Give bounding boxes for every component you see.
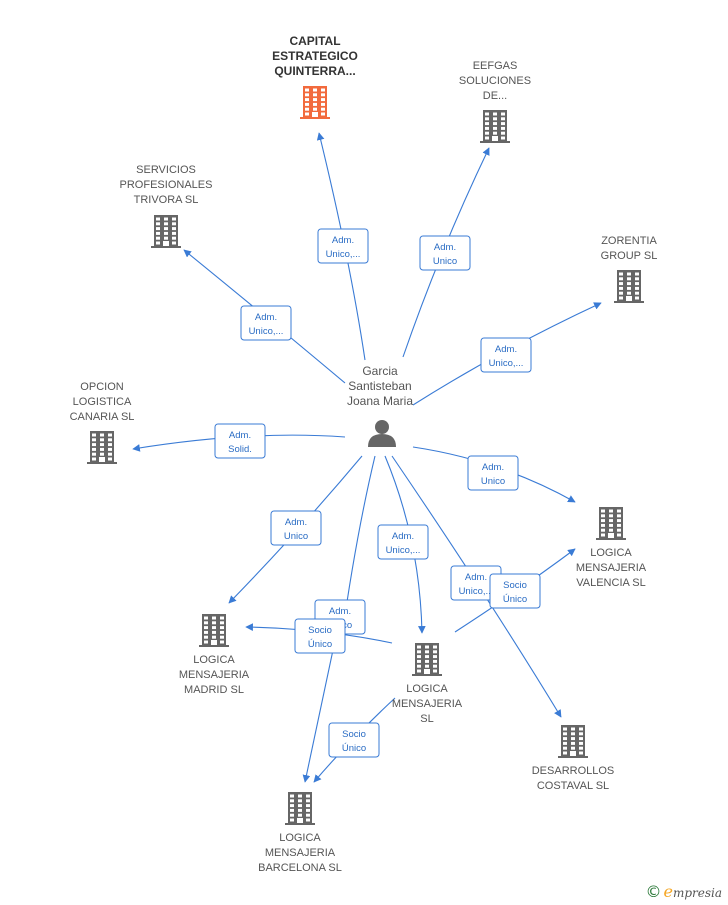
relation-label-text: Adm. bbox=[465, 572, 487, 583]
company-capital-label-line[interactable]: QUINTERRA... bbox=[274, 64, 355, 78]
relation-label-text: Único bbox=[342, 743, 366, 754]
company-eefgas-label-line[interactable]: DE... bbox=[483, 90, 507, 102]
relation-labels-layer: Adm.Unico,...Adm.UnicoAdm.Unico,...Adm.U… bbox=[214, 228, 541, 758]
relation-label-person-eefgas[interactable]: Adm. Unico bbox=[419, 235, 471, 271]
relation-label-text: Socio bbox=[342, 729, 366, 740]
company-desarrollos-building-icon bbox=[558, 725, 588, 758]
relation-label-person-valencia[interactable]: Adm. Unico bbox=[467, 455, 519, 491]
company-opcion-building-icon bbox=[87, 431, 117, 464]
company-madrid-label-line[interactable]: MADRID SL bbox=[184, 684, 244, 696]
company-servicios-building-icon bbox=[151, 215, 181, 248]
relation-label-person-zorentia[interactable]: Adm. Unico,... bbox=[480, 337, 532, 373]
relation-label-text: Adm. bbox=[255, 312, 277, 323]
person-icon[interactable] bbox=[368, 420, 396, 447]
company-desarrollos-label-line[interactable]: DESARROLLOS bbox=[532, 765, 615, 777]
company-barcelona-building-icon bbox=[285, 792, 315, 825]
company-madrid-label-line[interactable]: MENSAJERIA bbox=[179, 669, 250, 681]
company-logica-label-line[interactable]: LOGICA bbox=[406, 683, 448, 695]
relation-label-text: Adm. bbox=[285, 517, 307, 528]
relation-label-text: Unico,... bbox=[459, 586, 494, 597]
company-zorentia-label-line[interactable]: GROUP SL bbox=[601, 250, 658, 262]
brand-name: mpresia bbox=[672, 886, 722, 900]
person-name-line[interactable]: Joana Maria bbox=[347, 394, 413, 408]
relation-label-text: Unico,... bbox=[249, 326, 284, 337]
relation-label-person-servicios[interactable]: Adm. Unico,... bbox=[240, 305, 292, 341]
company-valencia-label-line[interactable]: LOGICA bbox=[590, 547, 632, 559]
relation-label-text: Adm. bbox=[434, 242, 456, 253]
person-name-line[interactable]: Garcia bbox=[362, 364, 398, 378]
company-capital-label-line[interactable]: CAPITAL bbox=[289, 34, 340, 48]
relation-label-person-madrid[interactable]: Adm. Unico bbox=[270, 510, 322, 546]
relation-label-text: Adm. bbox=[482, 462, 504, 473]
company-valencia-label-line[interactable]: VALENCIA SL bbox=[576, 577, 646, 589]
relation-label-person-desarrollos[interactable]: Adm. Unico,... bbox=[450, 565, 502, 601]
relation-label-text: Unico,... bbox=[489, 358, 524, 369]
company-madrid-building-icon bbox=[199, 614, 229, 647]
company-capital-building-icon bbox=[300, 86, 330, 119]
company-opcion-label-line[interactable]: LOGISTICA bbox=[73, 396, 132, 408]
relation-label-text: Adm. bbox=[392, 531, 414, 542]
company-eefgas-label-line[interactable]: EEFGAS bbox=[473, 60, 518, 72]
relation-label-text: Unico,... bbox=[386, 545, 421, 556]
company-opcion-label-line[interactable]: OPCION bbox=[80, 381, 123, 393]
company-barcelona-label-line[interactable]: LOGICA bbox=[279, 832, 321, 844]
relation-label-person-logica[interactable]: Adm. Unico,... bbox=[377, 524, 429, 560]
relation-label-text: Adm. bbox=[495, 344, 517, 355]
edge-person-to-barcelona-tail bbox=[302, 649, 334, 783]
relation-label-text: Unico bbox=[481, 476, 505, 487]
relation-label-text: Socio bbox=[503, 580, 527, 591]
copyright-symbol: © bbox=[645, 882, 662, 901]
company-logica-building-icon bbox=[412, 643, 442, 676]
company-barcelona-label-line[interactable]: BARCELONA SL bbox=[258, 862, 342, 874]
company-zorentia-label-line[interactable]: ZORENTIA bbox=[601, 235, 657, 247]
relation-label-person-capital[interactable]: Adm. Unico,... bbox=[317, 228, 369, 264]
company-eefgas-label-line[interactable]: SOLUCIONES bbox=[459, 75, 531, 87]
company-capital-label-line[interactable]: ESTRATEGICO bbox=[272, 49, 358, 63]
company-servicios-label-line[interactable]: PROFESIONALES bbox=[120, 179, 213, 191]
relation-label-text: Socio bbox=[308, 625, 332, 636]
company-valencia-label-line[interactable]: MENSAJERIA bbox=[576, 562, 647, 574]
relation-label-person-opcion[interactable]: Adm. Solid. bbox=[214, 423, 266, 459]
company-logica-label-line[interactable]: SL bbox=[420, 713, 433, 725]
brand-initial: e bbox=[663, 882, 673, 901]
relation-label-text: Unico bbox=[433, 256, 457, 267]
company-valencia-building-icon bbox=[596, 507, 626, 540]
relation-label-text: Unico,... bbox=[326, 249, 361, 260]
relation-label-text: Solid. bbox=[228, 444, 252, 455]
company-eefgas-building-icon bbox=[480, 110, 510, 143]
company-madrid-label-line[interactable]: LOGICA bbox=[193, 654, 235, 666]
company-zorentia-building-icon bbox=[614, 270, 644, 303]
footer-brand: ©empresia bbox=[645, 882, 722, 901]
company-servicios-label-line[interactable]: TRIVORA SL bbox=[134, 194, 199, 206]
relation-label-text: Único bbox=[503, 594, 527, 605]
company-barcelona-label-line[interactable]: MENSAJERIA bbox=[265, 847, 336, 859]
company-servicios-label-line[interactable]: SERVICIOS bbox=[136, 164, 196, 176]
company-logica-label-line[interactable]: MENSAJERIA bbox=[392, 698, 463, 710]
relation-label-text: Unico bbox=[284, 531, 308, 542]
relation-label-text: Adm. bbox=[332, 235, 354, 246]
company-desarrollos-label-line[interactable]: COSTAVAL SL bbox=[537, 780, 609, 792]
person-name-line[interactable]: Santisteban bbox=[348, 379, 411, 393]
company-opcion-label-line[interactable]: CANARIA SL bbox=[70, 411, 135, 423]
relation-label-text: Adm. bbox=[329, 606, 351, 617]
relation-label-text: Único bbox=[308, 639, 332, 650]
relation-label-text: Adm. bbox=[229, 430, 251, 441]
